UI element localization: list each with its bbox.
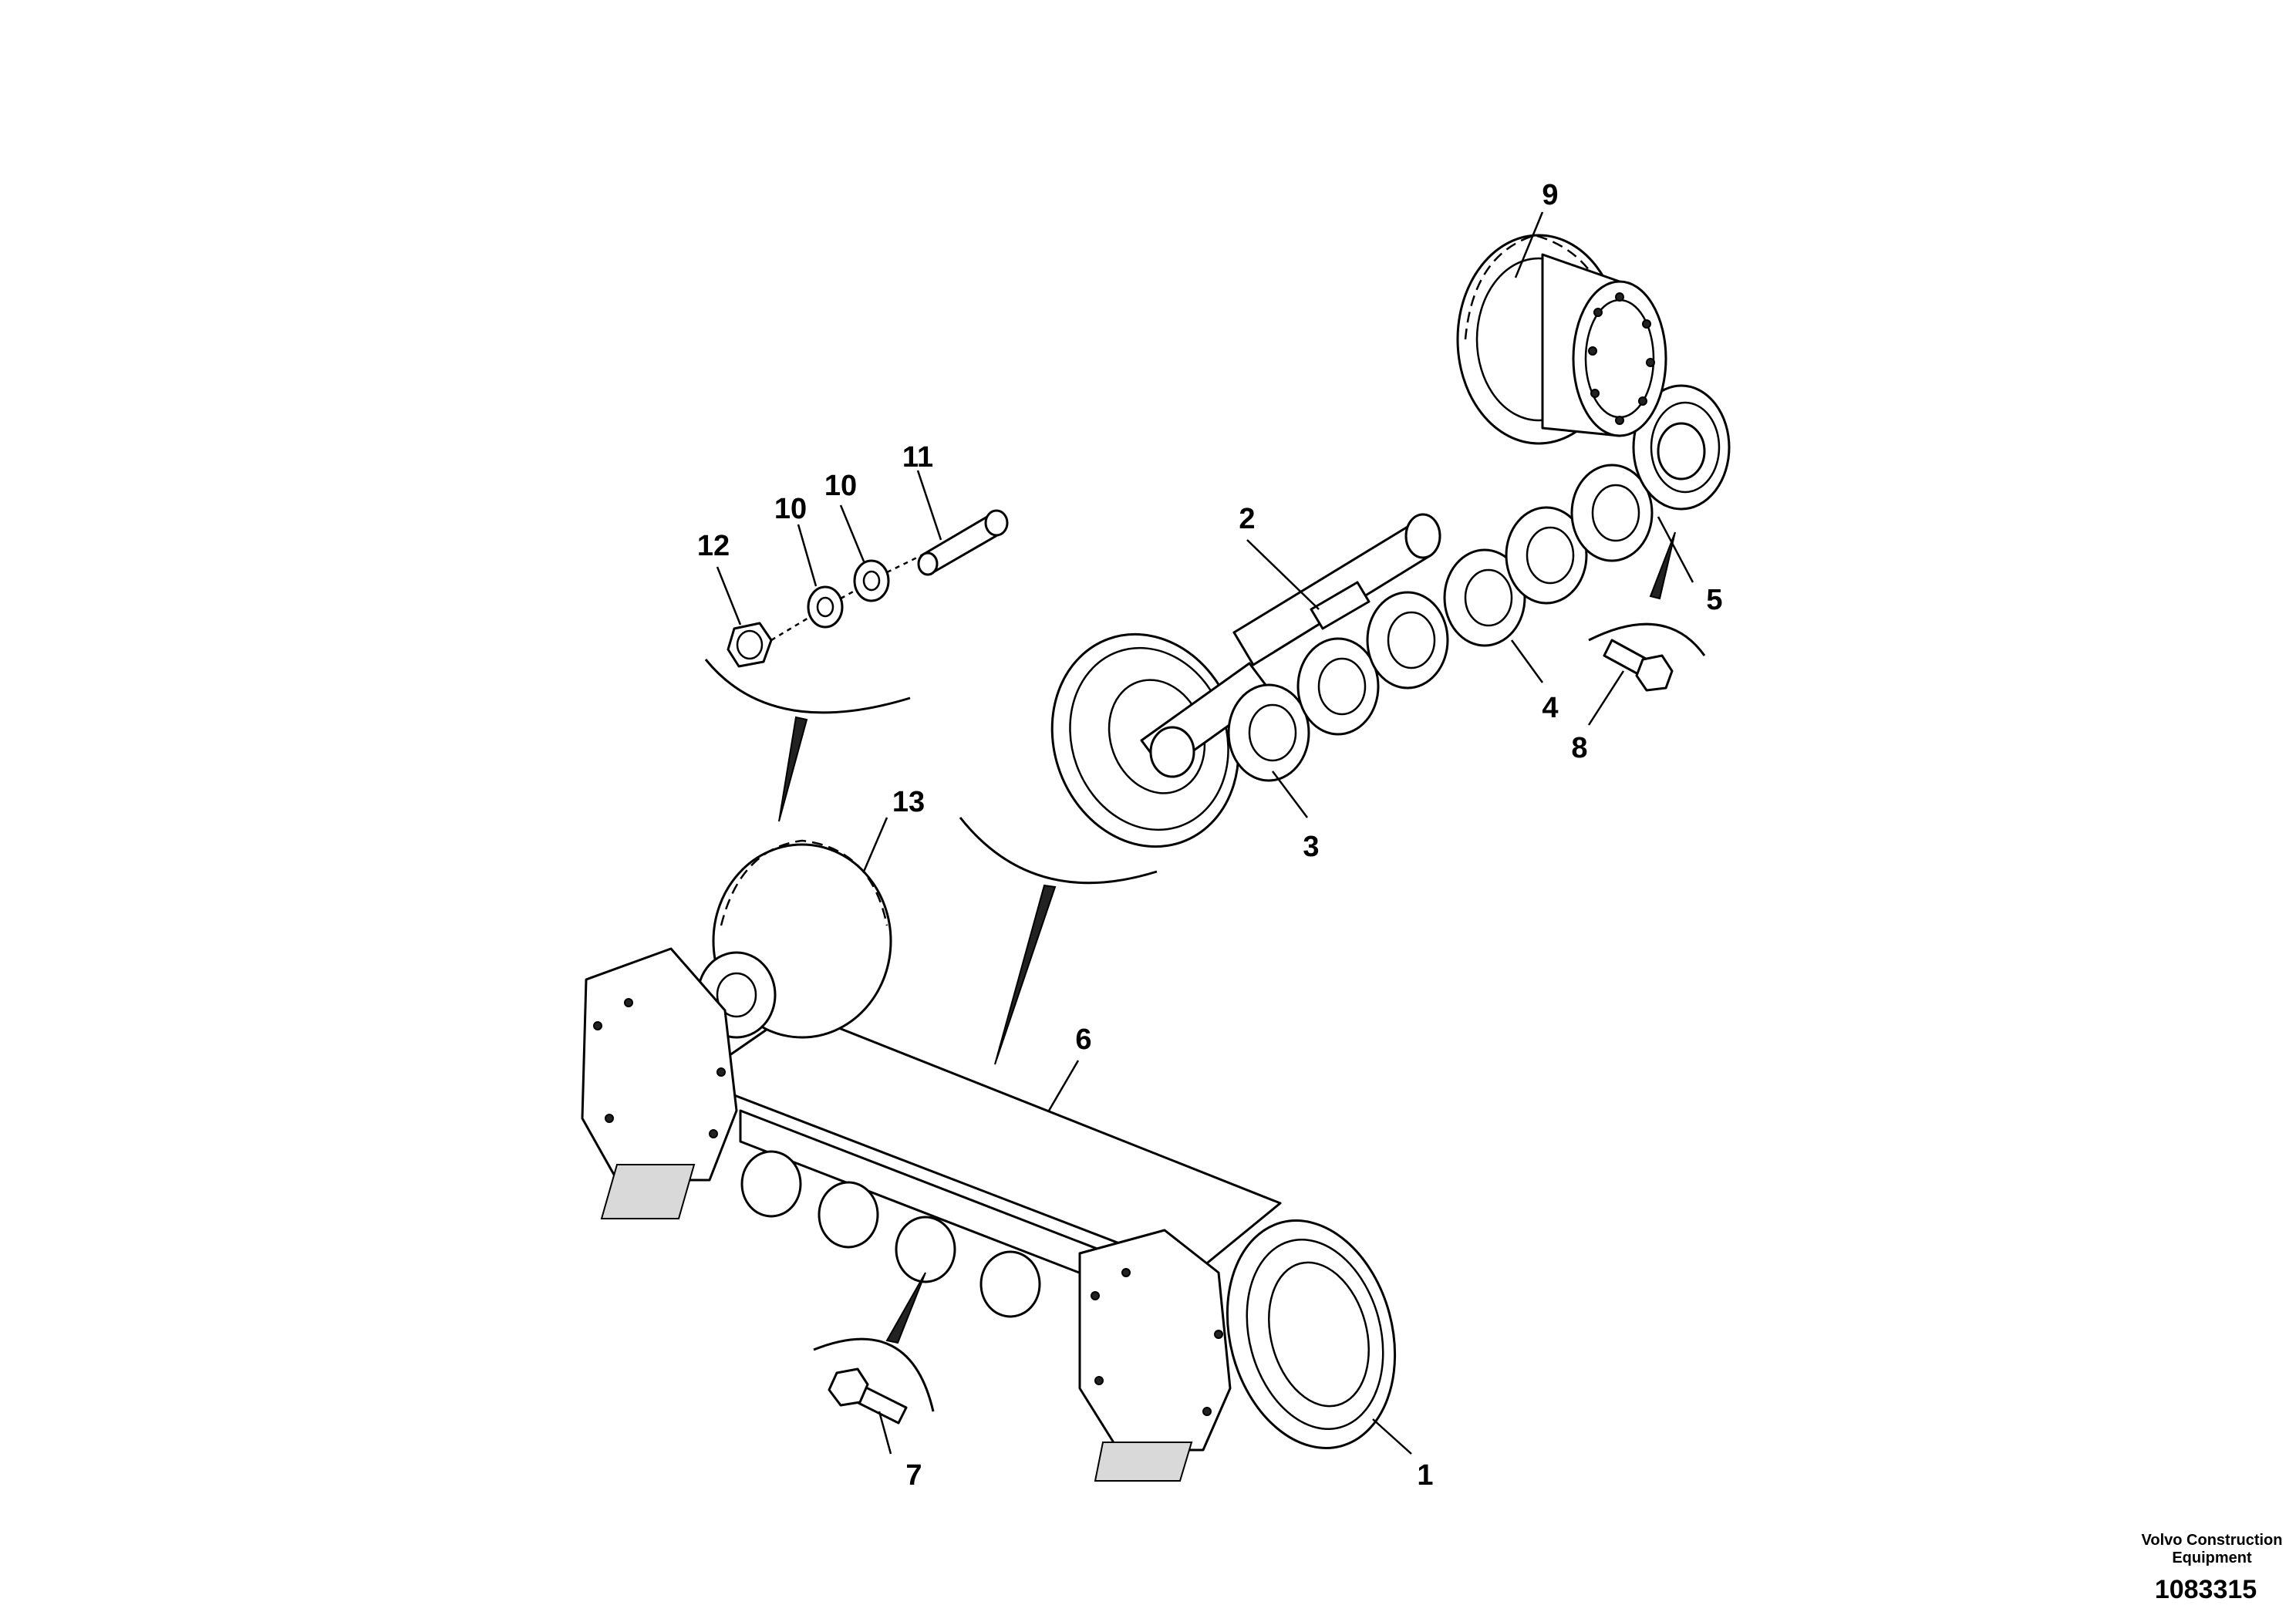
callout-9: 9: [1542, 179, 1558, 211]
front-idler: [1050, 632, 1274, 848]
detail-arc-bolt-7: [813, 1337, 935, 1412]
front-end-plate: [1078, 1229, 1232, 1482]
callout-13: 13: [892, 786, 925, 818]
frame-rollers: [740, 1150, 1041, 1318]
callout-2: 2: [1239, 503, 1255, 535]
pointer-bolt-8: [1649, 531, 1676, 600]
roller-assembly: [1050, 384, 1731, 848]
washer-10b: [853, 559, 890, 602]
motor-bolt-holes: [1588, 292, 1655, 425]
pointer-center: [994, 884, 1057, 1065]
hardware-group: [704, 509, 1009, 822]
footer: Volvo Construction Equipment 1083315: [2142, 1532, 2283, 1604]
bolt-7: [828, 1367, 908, 1425]
callout-5: 5: [1706, 584, 1722, 616]
detail-arc-center: [959, 817, 1158, 885]
footer-company-line1: Volvo Construction: [2142, 1532, 2283, 1549]
callout-6: 6: [1075, 1023, 1091, 1056]
callout-11: 11: [902, 441, 933, 474]
frame-beam-6: [693, 1009, 1282, 1274]
frame-idler-1: [1226, 1219, 1397, 1449]
callout-8: 8: [1571, 732, 1587, 764]
detail-arc-bolt-8: [1588, 622, 1706, 656]
callout-1: 1: [1417, 1459, 1433, 1492]
callout-4: 4: [1542, 692, 1558, 724]
frame-sprocket-13: [696, 839, 892, 1039]
footer-company-line2: Equipment: [2172, 1549, 2252, 1566]
track-frame: [581, 817, 1397, 1482]
callout-7: 7: [905, 1459, 922, 1492]
leader-lines: [716, 211, 1694, 1455]
callout-3: 3: [1303, 831, 1319, 863]
callout-12: 12: [697, 530, 730, 562]
bottom-rollers: [1227, 548, 1526, 782]
rear-end-plate: [581, 947, 738, 1219]
detail-arc-top-left: [704, 659, 911, 714]
rear-idler: [1632, 384, 1731, 511]
drive-motor: [1456, 234, 1667, 445]
top-rollers: [1505, 464, 1654, 605]
callout-10b: 10: [824, 470, 857, 502]
callout-10a: 10: [774, 493, 807, 525]
drawing-number: 1083315: [2155, 1575, 2257, 1604]
bolt-8: [1603, 639, 1674, 692]
pointer-top-left: [778, 716, 808, 822]
washer-10a: [807, 585, 844, 629]
pointer-bolt-7: [885, 1272, 926, 1344]
pin-11: [917, 509, 1009, 576]
callout-labels: 1 2 3 4 5 6 7 8 9 10 10 11 12 13: [697, 179, 1723, 1492]
nut-12: [727, 622, 773, 668]
